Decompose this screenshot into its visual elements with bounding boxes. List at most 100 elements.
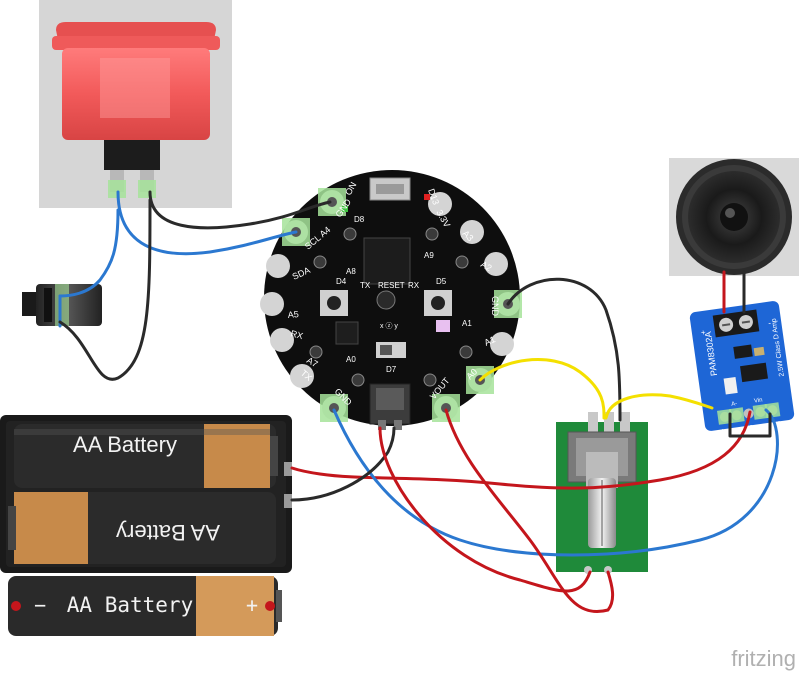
amp-chip-1 xyxy=(733,344,753,359)
label-a1: A1 xyxy=(462,319,472,328)
battery-3: − AA Battery + xyxy=(8,576,282,636)
pin-pad-a3 xyxy=(460,220,484,244)
pin-pad-a1 xyxy=(490,332,514,356)
wire-gnd-pot-black xyxy=(506,277,622,422)
amp-pin-aminus: A- xyxy=(731,401,738,408)
button-a-cap xyxy=(327,296,341,310)
button-switch-housing xyxy=(104,140,160,170)
pin-hole xyxy=(441,403,451,413)
wire-pot-amp-yellow xyxy=(604,393,714,420)
battery-holder-contact-red xyxy=(284,462,292,476)
neopixel xyxy=(351,373,365,387)
amp-capacitor xyxy=(753,346,765,357)
button-body xyxy=(62,48,210,140)
neopixel xyxy=(455,255,469,269)
jst-pin-2 xyxy=(394,420,402,430)
wire-jst-pot-red xyxy=(378,426,592,593)
pin-hole xyxy=(329,403,339,413)
light-sensor xyxy=(436,320,450,332)
label-d4: D4 xyxy=(336,277,347,286)
wire-amp-gnd-blue xyxy=(332,408,779,557)
wire-battery-black xyxy=(290,426,396,502)
battery-holder-contact-black xyxy=(284,494,292,508)
label-a0: A0 xyxy=(346,355,356,364)
amp-screw-slot-2 xyxy=(741,320,751,324)
battery-1: AA Battery xyxy=(14,424,278,488)
label-switch: x ⓩ y xyxy=(380,322,398,330)
pin-pad-rx xyxy=(270,328,294,352)
potentiometer xyxy=(556,412,648,574)
amp-pot-trim xyxy=(723,377,738,395)
amp-pad-highlight-vin xyxy=(752,403,769,420)
amplifier-board: + - PAM8302A 2.5W Class D Amp A+ A- SD V… xyxy=(689,301,795,436)
pot-pin-1 xyxy=(588,412,598,432)
button-terminal-highlight-left xyxy=(108,180,126,198)
battery-3-plus: + xyxy=(246,593,258,617)
button-highlight xyxy=(100,58,170,118)
wires xyxy=(58,190,779,613)
pot-solder-2 xyxy=(604,566,612,574)
pin-label-a1: A1 xyxy=(483,334,497,348)
jack-ring xyxy=(44,288,52,322)
amp-pin-vin: Vin xyxy=(754,398,763,405)
battery-2: AA Battery xyxy=(8,492,276,564)
jst-pin-1 xyxy=(378,420,386,430)
amp-pin-aplus: A+ xyxy=(721,428,730,435)
battery-2-band xyxy=(14,492,88,564)
battery-1-band xyxy=(204,424,270,488)
label-d8: D8 xyxy=(354,215,365,224)
pin-pad-a7 xyxy=(290,364,314,388)
jack-contact xyxy=(55,284,69,326)
wire-vin-red xyxy=(290,410,752,490)
battery-3-plus-dot xyxy=(265,601,275,611)
neopixel xyxy=(313,255,327,269)
wire-a0-pot-yellow xyxy=(478,358,606,420)
fritzing-watermark: fritzing xyxy=(731,646,796,671)
speaker xyxy=(669,158,799,276)
label-d7: D7 xyxy=(386,365,397,374)
amp-chip-2 xyxy=(740,362,768,383)
amp-screw-slot-1 xyxy=(722,323,731,327)
label-rx: RX xyxy=(408,281,420,290)
battery-3-minus-dot xyxy=(11,601,21,611)
slide-switch-knob xyxy=(380,345,392,355)
label-a9: A9 xyxy=(424,251,434,260)
button-b-cap xyxy=(431,296,445,310)
battery-3-minus: − xyxy=(34,593,46,617)
amp-minus: - xyxy=(768,319,772,328)
battery-holder: AA Battery AA Battery xyxy=(0,415,292,573)
pin-label-gnd-right: GND xyxy=(490,296,500,317)
arcade-button xyxy=(39,0,232,208)
neopixel xyxy=(425,227,439,241)
amp-pin-sd: SD xyxy=(745,425,755,432)
audio-jack xyxy=(22,284,102,326)
pin-label-a7: A7 xyxy=(305,355,320,369)
neopixels xyxy=(309,227,473,387)
battery-3-label: AA Battery xyxy=(67,593,193,617)
pin-label-rx: RX xyxy=(289,328,304,341)
pot-pin-3 xyxy=(620,412,630,432)
battery-3-nub xyxy=(276,590,282,622)
pin-label-a2: A2 xyxy=(479,259,494,273)
wire-vout-pot-red xyxy=(444,408,615,613)
amp-pad-highlight-aminus xyxy=(728,407,745,424)
pot-pin-2 xyxy=(604,412,614,432)
reset-button xyxy=(376,290,396,310)
wire-jack-black xyxy=(58,198,152,381)
circuit-playground: ON GND SCL A4 SDA A5 RX A7 TX GND VOUT A… xyxy=(260,170,522,430)
pin-pad-a2 xyxy=(484,252,508,276)
neopixel xyxy=(459,345,473,359)
jack-tip xyxy=(22,292,38,316)
label-reset: RESET xyxy=(378,281,405,290)
amp-plus: + xyxy=(700,328,706,338)
battery-3-band xyxy=(196,576,274,636)
accelerometer-chip xyxy=(335,321,359,345)
microcontroller-chip xyxy=(363,237,411,285)
pin-pad-3v xyxy=(428,192,452,216)
board-silkscreen: RESET TX RX D4 D5 D7 D8 A8 A9 A0 A1 x ⓩ … xyxy=(336,215,472,374)
label-tx: TX xyxy=(360,281,371,290)
wire-button-black xyxy=(148,190,332,230)
amp-board-details: + - PAM8302A 2.5W Class D Amp A+ A- SD V… xyxy=(700,309,786,436)
